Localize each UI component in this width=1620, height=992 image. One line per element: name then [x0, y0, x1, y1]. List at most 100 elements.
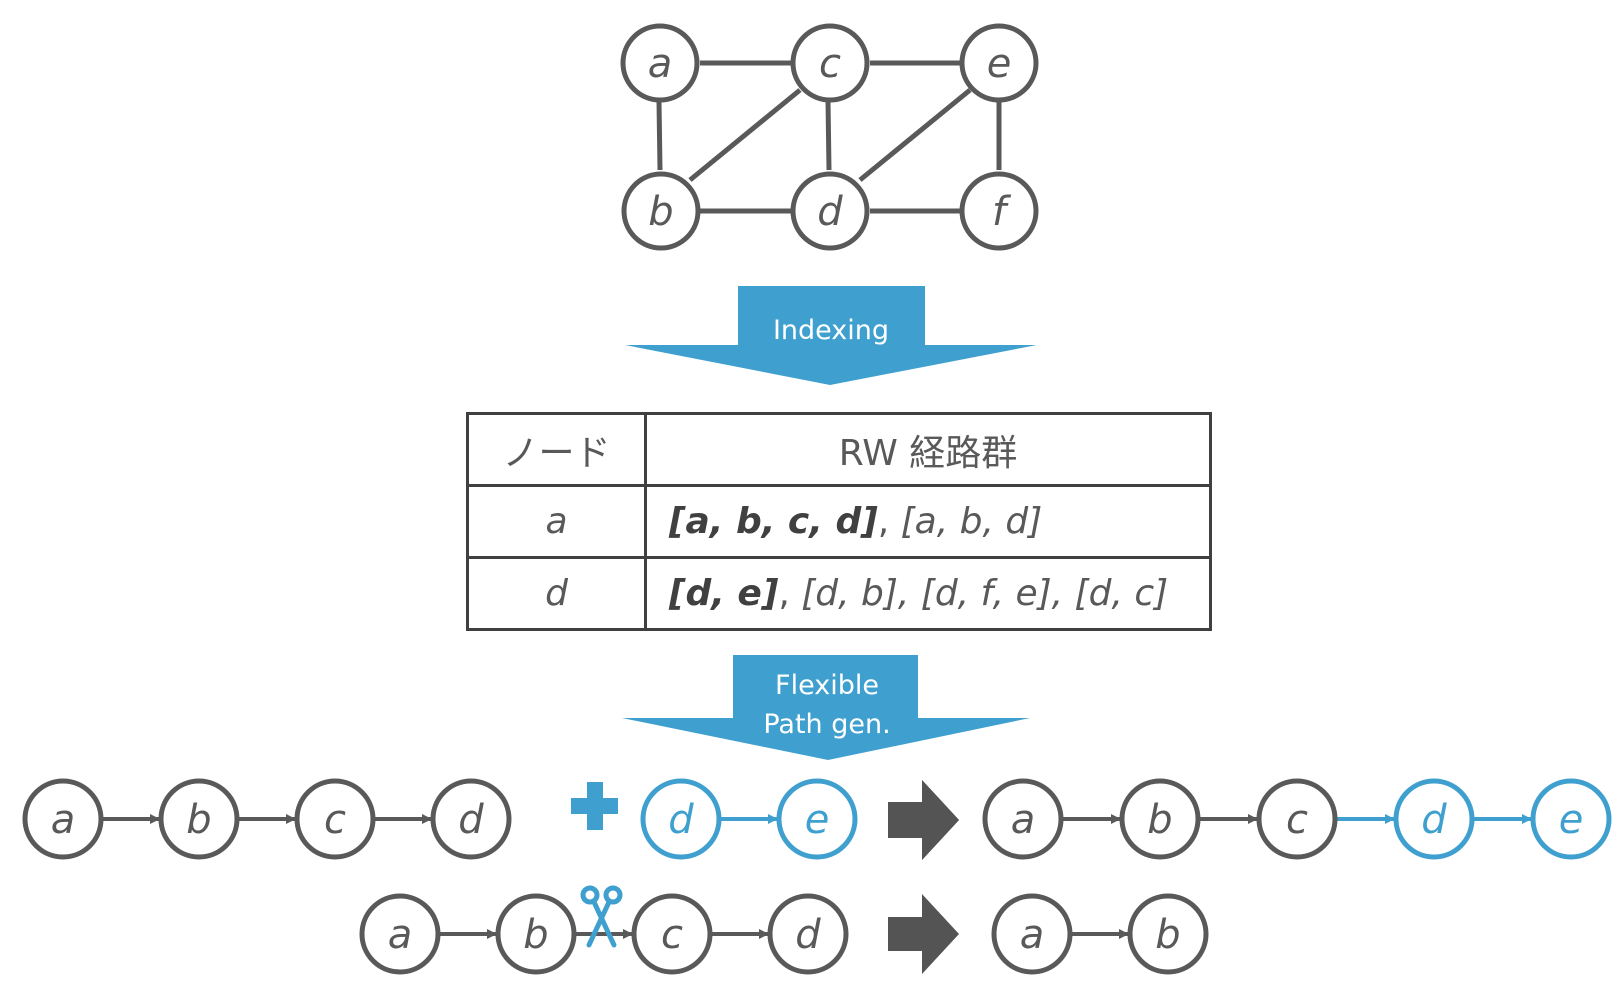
path2-node-d: d — [640, 778, 722, 860]
graph — [656, 60, 1002, 214]
path1-node-d-circle — [430, 778, 512, 860]
result-node-a-label: a — [1011, 797, 1036, 843]
row-node: d — [466, 556, 647, 631]
graph-node-a-circle — [620, 23, 700, 103]
cut-node-a: a — [359, 893, 441, 975]
cut-node-b-circle — [495, 893, 577, 975]
graph-node-b-circle — [621, 171, 701, 251]
edge-b-c — [688, 88, 802, 182]
table-header-row: ノード RW 経路群 — [466, 412, 1212, 487]
cut-node-a-label: a — [388, 912, 413, 958]
concat-input-path-1: a b c d — [22, 778, 512, 860]
other-paths: [d, b], [d, f, e], [d, c] — [801, 573, 1169, 614]
cut-node-d-label: d — [795, 912, 821, 958]
cut-node-d: d — [767, 893, 849, 975]
result-node-c-label: c — [1286, 797, 1308, 843]
path-separator: , — [877, 501, 901, 542]
path2-node-e: e — [776, 778, 858, 860]
result-node-e-circle — [1530, 778, 1612, 860]
path-separator: , — [778, 573, 802, 614]
cut-node-c: c — [631, 893, 713, 975]
result-node-a-circle — [982, 778, 1064, 860]
cut-node-b-label: b — [523, 912, 548, 958]
result-node-d: d — [1393, 778, 1475, 860]
table-row: a [a, b, c, d], [a, b, d] — [466, 484, 1212, 559]
result-node-e-label: e — [1559, 797, 1584, 843]
cut-result-node-a: a — [991, 893, 1073, 975]
path2-node-e-label: e — [805, 797, 830, 843]
result-arrow-icon — [888, 780, 959, 860]
concat-result-path: a b c d e — [982, 778, 1612, 860]
result-node-a: a — [982, 778, 1064, 860]
graph-node-e-label: e — [987, 41, 1012, 87]
path1-node-b-circle — [158, 778, 240, 860]
generation-label-line2: Path gen. — [763, 709, 890, 740]
row-paths: [d, e], [d, b], [d, f, e], [d, c] — [644, 556, 1212, 631]
cut-node-c-circle — [631, 893, 713, 975]
graph-node-b: b — [621, 171, 701, 251]
graph-node-a-label: a — [648, 41, 673, 87]
graph-node-c-label: c — [819, 41, 841, 87]
graph-node-d-label: d — [817, 189, 843, 235]
path1-node-b-label: b — [186, 797, 211, 843]
cut-result-node-a-circle — [991, 893, 1073, 975]
graph-node-a: a — [620, 23, 700, 103]
graph-node-f-circle — [959, 171, 1039, 251]
cut-input-path: a b c d — [359, 893, 849, 975]
path2-node-d-circle — [640, 778, 722, 860]
row-paths: [a, b, c, d], [a, b, d] — [644, 484, 1212, 559]
header-node: ノード — [466, 412, 647, 487]
path1-node-c: c — [294, 778, 376, 860]
graph-node-e: e — [959, 23, 1039, 103]
indexing-label: Indexing — [773, 315, 889, 346]
path1-node-a-label: a — [51, 797, 76, 843]
path-generation-arrow: Flexible Path gen. — [622, 655, 1030, 760]
graph-node-d-circle — [790, 171, 870, 251]
other-paths: [a, b, d] — [900, 501, 1043, 542]
path1-node-b: b — [158, 778, 240, 860]
edge-d-e — [858, 88, 972, 182]
graph-node-c: c — [790, 23, 870, 103]
cut-node-b: b — [495, 893, 577, 975]
graph-node-e-circle — [959, 23, 1039, 103]
plus-icon — [571, 782, 618, 830]
result-node-c-circle — [1256, 778, 1338, 860]
result-node-b-circle — [1119, 778, 1201, 860]
graph-node-c-circle — [790, 23, 870, 103]
header-paths: RW 経路群 — [644, 412, 1212, 487]
path2-node-e-circle — [776, 778, 858, 860]
path1-node-a: a — [22, 778, 104, 860]
selected-path: [d, e] — [669, 573, 779, 614]
result-node-b-label: b — [1147, 797, 1172, 843]
result-node-e: e — [1530, 778, 1612, 860]
path1-node-c-label: c — [324, 797, 346, 843]
result-node-c: c — [1256, 778, 1338, 860]
result-node-d-circle — [1393, 778, 1475, 860]
edge-c-d — [825, 100, 832, 171]
indexing-arrow: Indexing — [625, 286, 1037, 385]
table-row: d [d, e], [d, b], [d, f, e], [d, c] — [466, 556, 1212, 631]
result-node-d-label: d — [1421, 797, 1447, 843]
scissors-icon — [580, 885, 623, 948]
path1-node-d-label: d — [458, 797, 484, 843]
cut-node-d-circle — [767, 893, 849, 975]
cut-result-node-b: b — [1127, 893, 1209, 975]
graph-node-f: f — [959, 171, 1039, 251]
selected-path: [a, b, c, d] — [669, 501, 878, 542]
result-arrow-icon-2 — [888, 894, 959, 974]
cut-result-node-b-label: b — [1155, 912, 1180, 958]
cut-node-c-label: c — [661, 912, 683, 958]
cut-result-node-a-label: a — [1020, 912, 1045, 958]
path1-node-c-circle — [294, 778, 376, 860]
edge-a-b — [656, 100, 663, 171]
path2-node-d-label: d — [668, 797, 694, 843]
cut-node-a-circle — [359, 893, 441, 975]
path1-node-a-circle — [22, 778, 104, 860]
result-node-b: b — [1119, 778, 1201, 860]
rw-path-table: ノード RW 経路群 a [a, b, c, d], [a, b, d] d [… — [466, 412, 1212, 631]
cut-result-node-b-circle — [1127, 893, 1209, 975]
graph-node-d: d — [790, 171, 870, 251]
